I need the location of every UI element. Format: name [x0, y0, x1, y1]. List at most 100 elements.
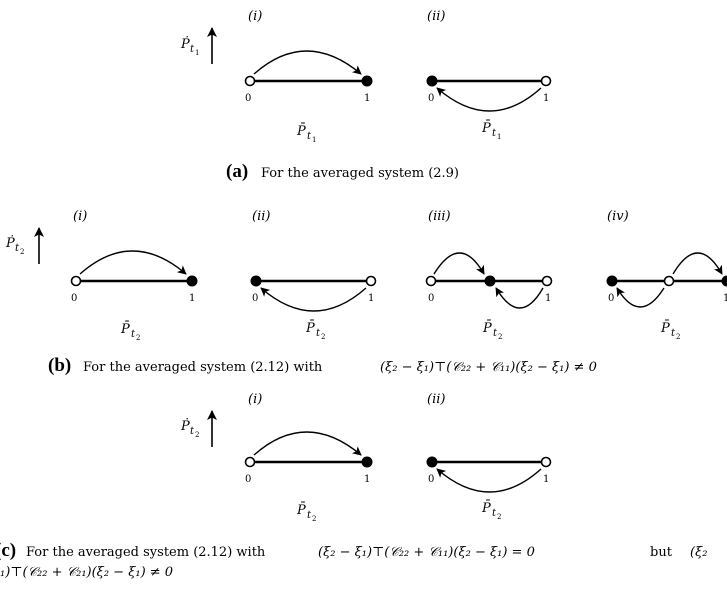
x-axis-label: P̄ t 2	[305, 320, 325, 341]
panel-a-case-ii: (ii) 0 1 P̄ t 1	[426, 9, 552, 141]
case-label: (ii)	[427, 392, 445, 407]
stable-point	[721, 275, 727, 287]
panel-a-y-axis-symbol: Ṗ	[180, 35, 190, 52]
svg-text:t: t	[671, 328, 676, 339]
case-label: (iii)	[428, 209, 451, 224]
case-label: (ii)	[427, 9, 445, 24]
panel-a: Ṗ t 1 (i) 0 1 P̄ t 1 (ii) 0	[180, 9, 552, 182]
tick-one: 1	[364, 474, 370, 485]
svg-text:2: 2	[676, 333, 680, 341]
tick-one: 1	[189, 293, 195, 304]
unstable-point	[540, 75, 552, 87]
caption-text: For the averaged system (2.9)	[261, 166, 459, 181]
caption-letter: (a)	[226, 161, 248, 182]
x-axis-label: P̄ t 1	[296, 123, 316, 144]
tick-zero: 0	[428, 474, 434, 485]
stable-point	[361, 456, 373, 468]
panel-a-y-axis-subsub: 1	[195, 49, 199, 57]
tick-one: 1	[543, 93, 549, 104]
panel-a-y-axis-sub: t	[190, 44, 195, 55]
panel-b-case-iii: (iii) 0 1 P̄ t 2	[425, 209, 553, 341]
caption-text: For the averaged system (2.12) with	[26, 545, 266, 560]
svg-text:t: t	[190, 426, 195, 437]
unstable-point	[244, 456, 256, 468]
svg-text:t: t	[493, 328, 498, 339]
svg-text:t: t	[492, 508, 497, 519]
flow-arrow	[79, 250, 187, 275]
caption-math-1: (ξ₂ − ξ₁)⊤(𝒞₂₂ + 𝒞₁₁)(ξ₂ − ξ₁) = 0	[318, 545, 535, 560]
unstable-point	[425, 275, 437, 287]
case-label: (ii)	[252, 209, 270, 224]
svg-text:2: 2	[497, 513, 501, 521]
caption-letter: (c)	[0, 540, 16, 561]
flow-arrow-left	[616, 287, 665, 308]
tick-one: 1	[364, 93, 370, 104]
x-axis-label: P̄ t 2	[296, 502, 316, 523]
panel-c: Ṗ t 2 (i) 0 1 P̄ t 2 (ii) 0	[0, 392, 707, 580]
stable-point	[250, 275, 262, 287]
x-axis-label: P̄ t 2	[660, 320, 680, 341]
svg-text:t: t	[307, 510, 312, 521]
x-axis-label: P̄ t 1	[481, 120, 501, 141]
panel-a-case-i: (i) 0 1 P̄ t 1	[244, 9, 373, 144]
svg-text:t: t	[307, 131, 312, 142]
unstable-point	[365, 275, 377, 287]
svg-text:1: 1	[312, 136, 316, 144]
flow-arrow-left	[433, 252, 485, 275]
unstable-point	[540, 456, 552, 468]
unstable-point	[70, 275, 82, 287]
svg-text:1: 1	[497, 133, 501, 141]
flow-arrow	[253, 431, 362, 456]
svg-text:t: t	[131, 329, 136, 340]
svg-text:2: 2	[312, 515, 316, 523]
case-label: (i)	[73, 209, 87, 224]
flow-arrow	[436, 468, 542, 493]
tick-one: 1	[723, 293, 727, 304]
svg-text:P̄: P̄	[120, 321, 130, 337]
tick-one: 1	[368, 293, 374, 304]
panel-b: Ṗ t 2 (i) 0 1 P̄ t 2 (ii) 0	[5, 209, 727, 376]
svg-text:P̄: P̄	[305, 320, 315, 336]
svg-text:2: 2	[136, 334, 140, 342]
case-label: (i)	[248, 392, 262, 407]
stable-point	[484, 275, 496, 287]
tick-one: 1	[545, 293, 551, 304]
panel-b-case-ii: (ii) 0 1 P̄ t 2	[250, 209, 377, 341]
tick-zero: 0	[608, 293, 614, 304]
panel-b-y-axis-symbol: Ṗ	[5, 234, 15, 251]
x-axis-label: P̄ t 2	[482, 320, 502, 341]
stable-point	[361, 75, 373, 87]
stable-point	[426, 456, 438, 468]
svg-text:t: t	[316, 328, 321, 339]
tick-zero: 0	[428, 293, 434, 304]
panel-b-case-iv: (iv) 0 1 P̄ t 2	[606, 209, 727, 341]
x-axis-label: P̄ t 2	[120, 321, 140, 342]
unstable-point	[244, 75, 256, 87]
tick-one: 1	[543, 474, 549, 485]
panel-c-y-axis-symbol: Ṗ	[180, 417, 190, 434]
caption-text: For the averaged system (2.12) with	[83, 360, 323, 375]
caption-math-2: ₁)⊤(𝒞₂₂ + 𝒞₂₁)(ξ₂ − ξ₁) ≠ 0	[0, 565, 173, 580]
svg-text:P̄: P̄	[481, 500, 491, 516]
caption-letter: (b)	[48, 355, 71, 376]
tick-zero: 0	[245, 474, 251, 485]
caption-tail: (ξ₂	[690, 545, 707, 560]
tick-zero: 0	[71, 293, 77, 304]
svg-text:2: 2	[321, 333, 325, 341]
panel-c-caption: (c) For the averaged system (2.12) with …	[0, 540, 707, 580]
svg-text:t: t	[492, 128, 497, 139]
caption-math: (ξ₂ − ξ₁)⊤(𝒞₂₂ + 𝒞₁₁)(ξ₂ − ξ₁) ≠ 0	[380, 360, 597, 375]
stable-point	[426, 75, 438, 87]
panel-c-vertical-axis: Ṗ t 2	[180, 410, 217, 447]
x-axis-label: P̄ t 2	[481, 500, 501, 521]
tick-zero: 0	[252, 293, 258, 304]
svg-text:P̄: P̄	[296, 502, 306, 518]
panel-a-vertical-axis: Ṗ t 1	[180, 27, 217, 64]
flow-arrow	[436, 87, 542, 112]
flow-arrow-right	[672, 252, 723, 275]
panel-c-case-i: (i) 0 1 P̄ t 2	[244, 392, 373, 523]
svg-text:2: 2	[498, 333, 502, 341]
svg-text:2: 2	[20, 248, 24, 256]
svg-text:P̄: P̄	[660, 320, 670, 336]
